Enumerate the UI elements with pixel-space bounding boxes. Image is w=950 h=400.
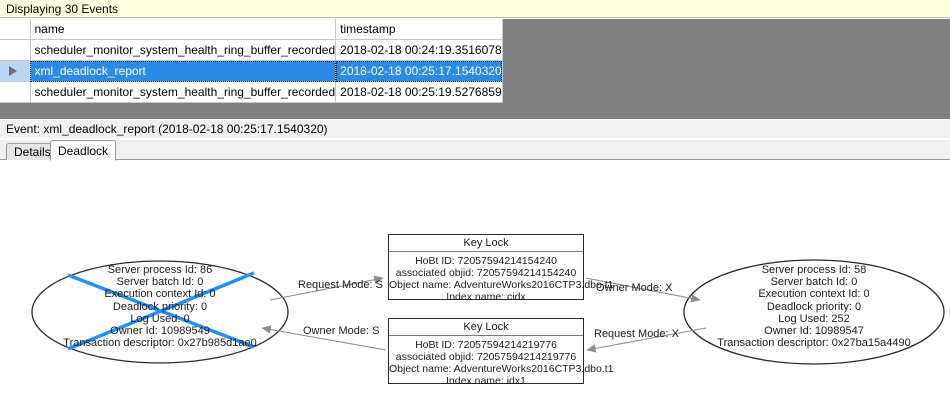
events-grid-container[interactable]: name timestamp scheduler_monitor_system_…: [0, 19, 950, 119]
edge-label-owner-x: Owner Mode: X: [596, 282, 673, 294]
key-lock-top-line-2: associated objid: 72057594214154240: [395, 267, 577, 279]
row-selector-cell[interactable]: [0, 39, 31, 61]
grid-header-selector: [0, 19, 31, 40]
edge-label-request-x: Request Mode: X: [594, 328, 679, 340]
key-lock-top-body: HoBt ID: 72057594214154240 associated ob…: [389, 252, 614, 303]
cell-name[interactable]: xml_deadlock_report: [30, 60, 337, 82]
edge-request-x-line: [586, 327, 707, 353]
displaying-events-bar: Displaying 30 Events: [0, 0, 950, 18]
table-row[interactable]: scheduler_monitor_system_health_ring_buf…: [0, 81, 503, 103]
events-grid[interactable]: name timestamp scheduler_monitor_system_…: [0, 19, 503, 103]
cell-name[interactable]: scheduler_monitor_system_health_ring_buf…: [30, 39, 337, 61]
edge-request-s-line: [269, 275, 384, 301]
row-selector-cell[interactable]: [0, 81, 31, 103]
resource-node-key-lock-top[interactable]: Key Lock HoBt ID: 72057594214154240 asso…: [388, 234, 614, 303]
key-lock-bottom-title: Key Lock: [389, 319, 583, 336]
event-title: Event: xml_deadlock_report (2018-02-18 0…: [0, 120, 950, 138]
grid-header-timestamp[interactable]: timestamp: [335, 19, 503, 40]
row-selector-cell[interactable]: [0, 60, 31, 82]
cell-timestamp[interactable]: 2018-02-18 00:25:17.1540320: [335, 60, 503, 82]
deadlock-graph-canvas[interactable]: Server process Id: 86 Server batch Id: 0…: [0, 160, 950, 400]
table-row[interactable]: scheduler_monitor_system_health_ring_buf…: [0, 39, 503, 61]
key-lock-top-line-3: Object name: AdventureWorks2016CTP3.dbo.…: [389, 279, 614, 291]
resource-node-key-lock-bottom[interactable]: Key Lock HoBt ID: 72057594214219776 asso…: [388, 318, 614, 387]
key-lock-top-title: Key Lock: [389, 235, 583, 252]
grid-header-name[interactable]: name: [30, 19, 337, 40]
key-lock-top-line-4: Index name: cidx: [446, 291, 526, 303]
table-row[interactable]: xml_deadlock_report 2018-02-18 00:25:17.…: [0, 60, 503, 82]
key-lock-bottom-line-3: Object name: AdventureWorks2016CTP3.dbo.…: [389, 363, 614, 375]
cell-timestamp[interactable]: 2018-02-18 00:25:19.5276859: [335, 81, 503, 103]
edge-label-owner-s: Owner Mode: S: [303, 325, 380, 337]
key-lock-bottom-line-2: associated objid: 72057594214219776: [395, 351, 577, 363]
edge-owner-s-line: [261, 325, 387, 351]
edge-label-request-s: Request Mode: S: [298, 279, 383, 291]
cell-timestamp[interactable]: 2018-02-18 00:24:19.3516078: [335, 39, 503, 61]
deadlock-graph-vectors: [31, 259, 945, 365]
key-lock-top-line-1: HoBt ID: 72057594214154240: [415, 255, 557, 267]
edge-owner-x-line: [585, 277, 701, 303]
key-lock-bottom-body: HoBt ID: 72057594214219776 associated ob…: [389, 336, 614, 387]
grid-header-row: name timestamp: [0, 19, 503, 40]
key-lock-bottom-line-1: HoBt ID: 72057594214219776: [415, 339, 557, 351]
tab-deadlock[interactable]: Deadlock: [50, 140, 117, 161]
row-selected-arrow-icon: [9, 66, 17, 76]
process-node-right-shape[interactable]: [683, 259, 945, 365]
deadlock-victim-cross-icon: [67, 271, 255, 351]
detail-tabstrip: Details Deadlock: [0, 140, 950, 161]
key-lock-bottom-line-4: Index name: idx1: [446, 375, 526, 387]
cell-name[interactable]: scheduler_monitor_system_health_ring_buf…: [30, 81, 337, 103]
